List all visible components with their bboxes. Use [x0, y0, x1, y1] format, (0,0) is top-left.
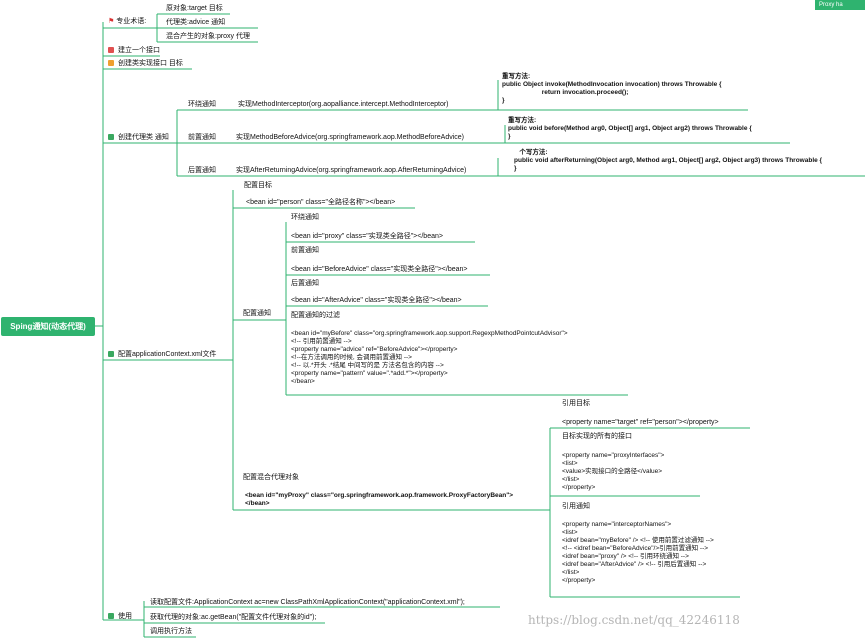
after-advice-name[interactable]: 后置通知: [188, 167, 216, 174]
filter-code[interactable]: <bean id="myBefore" class="org.springfra…: [291, 330, 568, 385]
advice-bean[interactable]: <bean id="proxy" class="实现类全路径"></bean>: [291, 233, 443, 240]
badge-icon: [108, 60, 114, 66]
flag-icon: ⚑: [108, 18, 115, 25]
terms-item[interactable]: 代理类:advice 通知: [166, 19, 226, 26]
branch-use[interactable]: 使用: [108, 613, 132, 621]
root-node[interactable]: Sping通知(动态代理): [1, 317, 95, 336]
advice-title[interactable]: 后置通知: [291, 280, 319, 287]
branch-terms-label: 专业术语:: [116, 18, 147, 25]
badge-icon: [108, 47, 114, 53]
branch-proxy-class-label: 创建代理类 通知: [117, 134, 169, 141]
config-advice-label[interactable]: 配置通知: [243, 310, 271, 317]
interfaces-code[interactable]: <property name="proxyInterfaces"> <list>…: [562, 452, 665, 491]
before-advice-code[interactable]: 重写方法: public void before(Method arg0, Ob…: [508, 117, 752, 140]
branch-terms[interactable]: ⚑ 专业术语:: [108, 18, 146, 26]
use-item[interactable]: 读取配置文件:ApplicationContext ac=new ClassPa…: [150, 599, 465, 606]
terms-item[interactable]: 原对象:target 目标: [166, 5, 223, 12]
advice-title[interactable]: 环绕通知: [291, 214, 319, 221]
filter-title[interactable]: 配置通知的过滤: [291, 312, 340, 319]
use-item[interactable]: 获取代理的对象:ac.getBean("配置文件代理对象的id");: [150, 614, 317, 621]
around-advice-code[interactable]: 重写方法: public Object invoke(MethodInvocat…: [502, 73, 722, 104]
use-item[interactable]: 调用执行方法: [150, 628, 192, 635]
around-advice-impl[interactable]: 实现MethodInterceptor(org.aopalliance.inte…: [238, 101, 449, 108]
watermark: https://blog.csdn.net/qq_42246118: [528, 613, 740, 627]
ref-target-code[interactable]: <property name="target" ref="person"></p…: [562, 419, 719, 426]
branch-impl-label: 创建类实现接口 目标: [117, 60, 183, 67]
ref-advice-title[interactable]: 引用通知: [562, 503, 590, 510]
after-advice-code[interactable]: 个写方法: public void afterReturning(Object …: [514, 149, 823, 172]
interfaces-title[interactable]: 目标实现的所有的接口: [562, 433, 632, 440]
mixed-proxy-bean[interactable]: <bean id="myProxy" class="org.springfram…: [245, 492, 514, 507]
branch-impl[interactable]: 创建类实现接口 目标: [108, 60, 183, 68]
before-advice-name[interactable]: 前置通知: [188, 134, 216, 141]
badge-icon: [108, 351, 114, 357]
badge-icon: [108, 613, 114, 619]
around-advice-name[interactable]: 环绕通知: [188, 101, 216, 108]
config-target-bean[interactable]: <bean id="person" class="全路径名称"></bean>: [246, 199, 396, 206]
mixed-proxy-title[interactable]: 配置混合代理对象: [243, 474, 299, 481]
branch-interface[interactable]: 建立一个接口: [108, 47, 160, 55]
badge-icon: [108, 134, 114, 140]
advice-title[interactable]: 前置通知: [291, 247, 319, 254]
after-advice-impl[interactable]: 实现AfterReturningAdvice(org.springframewo…: [236, 167, 467, 174]
branch-proxy-class[interactable]: 创建代理类 通知: [108, 134, 169, 142]
terms-item[interactable]: 混合产生的对象:proxy 代理: [166, 33, 251, 40]
branch-config[interactable]: 配置applicationContext.xml文件: [108, 351, 216, 359]
before-advice-impl[interactable]: 实现MethodBeforeAdvice(org.springframework…: [236, 134, 464, 141]
advice-bean[interactable]: <bean id="AfterAdvice" class="实现类全路径"></…: [291, 297, 462, 304]
branch-interface-label: 建立一个接口: [117, 47, 160, 54]
ref-advice-code[interactable]: <property name="interceptorNames"> <list…: [562, 521, 714, 584]
advice-bean[interactable]: <bean id="BeforeAdvice" class="实现类全路径"><…: [291, 266, 468, 273]
branch-config-label: 配置applicationContext.xml文件: [117, 351, 217, 358]
branch-use-label: 使用: [117, 613, 132, 620]
corner-tab[interactable]: Proxy ha: [815, 0, 865, 10]
config-target-title[interactable]: 配置目标: [244, 182, 272, 189]
ref-target-title[interactable]: 引用目标: [562, 400, 590, 407]
